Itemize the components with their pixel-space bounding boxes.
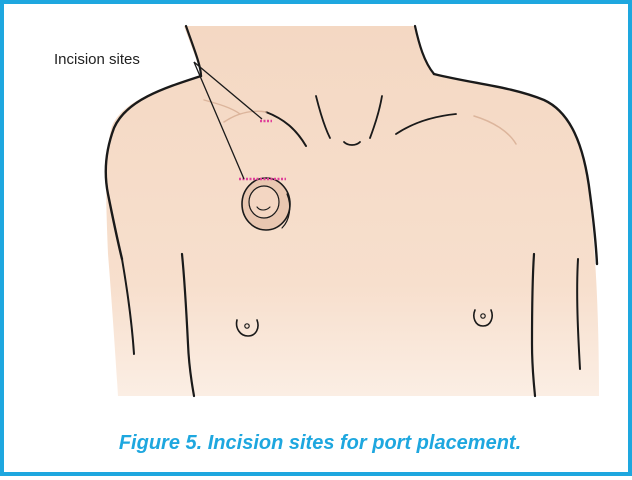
figure-caption: Figure 5. Incision sites for port placem… (4, 432, 632, 455)
torso-skin (106, 26, 599, 396)
implanted-port (242, 178, 290, 230)
incision-sites-label: Incision sites (54, 51, 140, 68)
torso-illustration (4, 4, 632, 480)
